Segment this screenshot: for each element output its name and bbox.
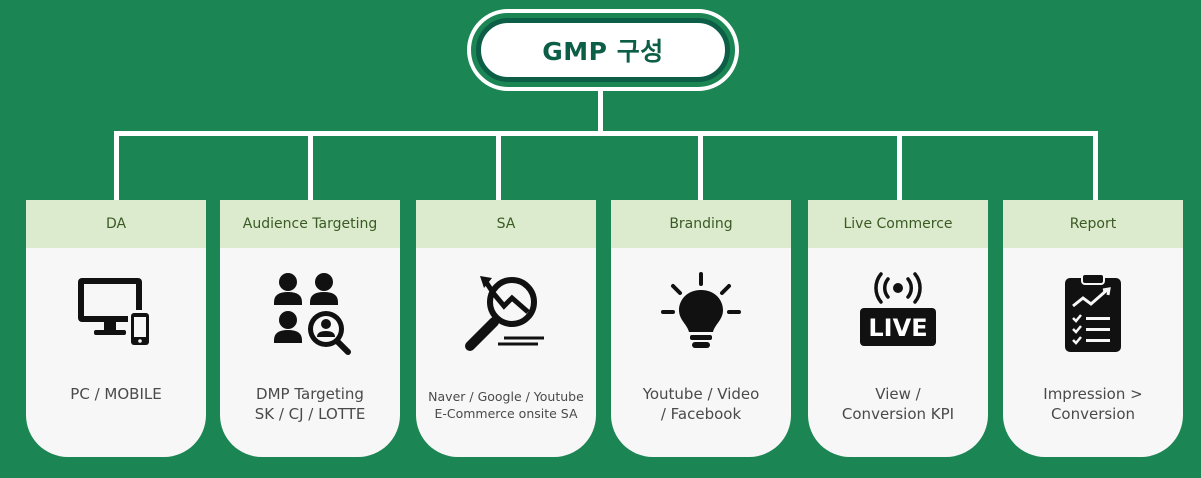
card-text: Youtube / Video / Facebook bbox=[611, 384, 791, 424]
card-text-line: E-Commerce onsite SA bbox=[434, 406, 578, 421]
lightbulb-icon bbox=[659, 272, 743, 356]
card-text-line: / Facebook bbox=[660, 405, 742, 423]
card-header: Live Commerce bbox=[808, 200, 988, 248]
card-header: Branding bbox=[611, 200, 791, 248]
search-analytics-icon bbox=[464, 272, 548, 356]
card-live-commerce: Live Commerce LIVE View / Conversion KPI bbox=[808, 200, 988, 457]
live-broadcast-icon: LIVE bbox=[856, 272, 940, 356]
connector-drop-report bbox=[1093, 131, 1098, 201]
card-header: SA bbox=[416, 200, 596, 248]
card-header: Report bbox=[1003, 200, 1183, 248]
card-sa: SA Naver / Google / Youtube E-Commerce o… bbox=[416, 200, 596, 457]
desktop-mobile-icon bbox=[74, 272, 158, 356]
card-text: Naver / Google / Youtube E-Commerce onsi… bbox=[416, 388, 596, 422]
connector-drop-branding bbox=[698, 131, 703, 201]
connector-drop-sa bbox=[496, 131, 501, 201]
card-text-line: View / bbox=[875, 385, 921, 403]
connector-drop-live bbox=[897, 131, 902, 201]
root-node: GMP 구성 bbox=[467, 9, 739, 91]
card-report: Report Impression > Conversion bbox=[1003, 200, 1183, 457]
root-title: GMP 구성 bbox=[542, 37, 664, 66]
card-text-line: DMP Targeting bbox=[256, 385, 364, 403]
connector-drop-audience bbox=[308, 131, 313, 201]
card-text: PC / MOBILE bbox=[26, 384, 206, 404]
card-text: DMP Targeting SK / CJ / LOTTE bbox=[220, 384, 400, 424]
connector-drop-da bbox=[114, 131, 119, 201]
card-text-line: Impression > bbox=[1043, 385, 1143, 403]
card-text-line: Naver / Google / Youtube bbox=[428, 389, 584, 404]
connector-root-stem bbox=[598, 91, 603, 136]
card-text-line: Conversion KPI bbox=[841, 405, 955, 423]
card-audience-targeting: Audience Targeting DMP Targeting SK / CJ… bbox=[220, 200, 400, 457]
clipboard-report-icon bbox=[1051, 272, 1135, 356]
card-text: Impression > Conversion bbox=[1003, 384, 1183, 424]
card-header: DA bbox=[26, 200, 206, 248]
card-text: View / Conversion KPI bbox=[808, 384, 988, 424]
audience-search-icon bbox=[268, 272, 352, 356]
card-text-line: Conversion bbox=[1050, 405, 1136, 423]
card-text-line: Youtube / Video bbox=[642, 385, 760, 403]
card-da: DA PC / MOBILE bbox=[26, 200, 206, 457]
svg-text:LIVE: LIVE bbox=[868, 314, 927, 342]
card-branding: Branding Youtube / Video / Facebook bbox=[611, 200, 791, 457]
card-text-line: PC / MOBILE bbox=[70, 385, 162, 403]
connector-horizontal-bar bbox=[114, 131, 1098, 136]
card-text-line: SK / CJ / LOTTE bbox=[254, 405, 366, 423]
root-node-inner: GMP 구성 bbox=[476, 18, 730, 82]
card-header: Audience Targeting bbox=[220, 200, 400, 248]
